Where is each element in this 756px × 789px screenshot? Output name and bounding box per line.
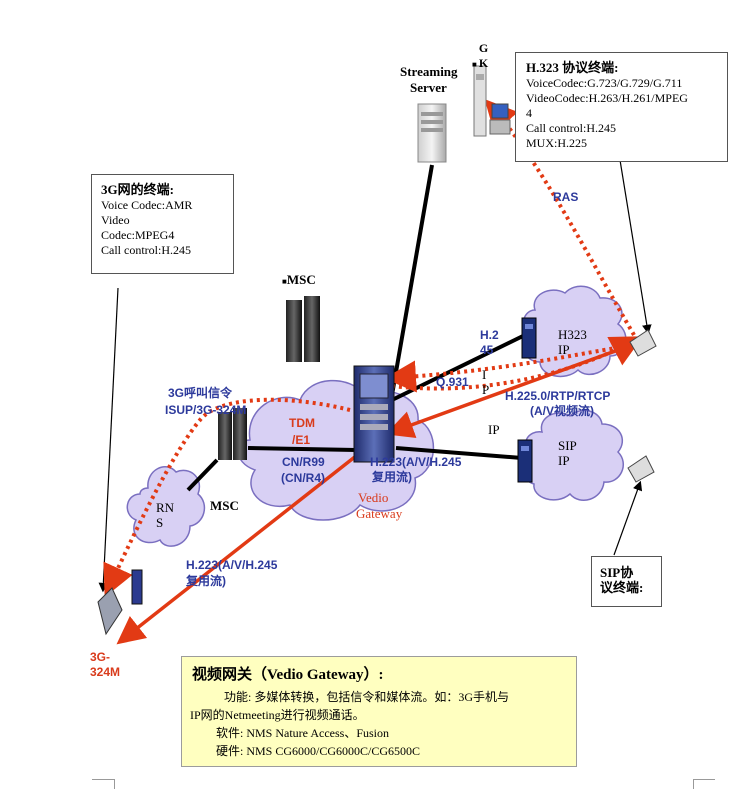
sip-ip-label: SIP IP [558, 438, 577, 468]
gateway-label-2: Gateway [356, 506, 403, 521]
msc-left-rack-icon [218, 408, 247, 460]
tdm-label: TDM [289, 416, 315, 430]
av-stream-label: (A/V视频流) [530, 404, 594, 418]
gateway-function-line-2: IP网的Netmeeting进行视频通话。 [190, 708, 365, 722]
3g-box-line: Voice Codec:AMR [101, 198, 193, 212]
gateway-label-1: Vedio [358, 490, 389, 505]
ras-label: RAS [553, 190, 579, 204]
rns-cloud [126, 466, 206, 547]
gateway-software-line: 软件: NMS Nature Access、Fusion [216, 726, 389, 740]
msc-top-label: ■MSC [282, 272, 316, 287]
streaming-label: Streaming [400, 64, 458, 79]
h245-vertical-label: H.2 45 [480, 328, 499, 357]
3g-box-title: 3G网的终端: [101, 182, 174, 197]
sip-box-line-2: 议终端: [600, 580, 644, 595]
ip-label: IP [488, 422, 500, 437]
h223-gateway-label-2: 复用流) [372, 470, 412, 484]
crop-mark-right-v [693, 779, 694, 789]
gateway-function-line-1: 功能: 多媒体转换，包括信令和媒体流。如：3G手机与 [224, 690, 510, 704]
crop-mark-left-v [114, 779, 115, 789]
sip-terminal-box: SIP协 议终端: [591, 556, 662, 607]
h323-ip-label: H323 IP [558, 327, 587, 357]
h323-router-icon [521, 317, 537, 359]
h323-terminal-box: H.323 协议终端: VoiceCodec:G.723/G.729/G.711… [515, 52, 728, 162]
streaming-server-icon [417, 103, 447, 163]
video-gateway-icon [353, 365, 395, 463]
h223-left-label-2: 复用流) [186, 574, 226, 588]
gateway-box-title: 视频网关（Vedio Gateway）: [192, 667, 384, 683]
crop-mark-right [693, 779, 715, 780]
h323-box-line: VideoCodec:H.263/H.261/MPEG [526, 91, 688, 105]
h2250-label: H.225.0/RTP/RTCP [505, 389, 611, 403]
3g-box-line: Codec:MPEG4 [101, 228, 175, 242]
sip-box-line-1: SIP协 [600, 565, 634, 580]
q931-label: Q.931 [436, 375, 469, 389]
red-dotted-lines [103, 99, 644, 598]
3g-signal-label-2: ISUP/3G-324M [165, 403, 247, 417]
sip-phone-icon [627, 455, 655, 483]
3g-box-line: Video [101, 213, 130, 227]
gateway-hardware-line: 硬件: NMS CG6000/CG6000C/CG6500C [216, 744, 421, 758]
cn-r99-label: CN/R99 [282, 455, 325, 469]
msc-left-label: MSC [210, 498, 239, 513]
msc-top-rack-icon [286, 296, 320, 362]
h323-box-line: VoiceCodec:G.723/G.729/G.711 [526, 76, 683, 90]
gatekeeper-icon [473, 65, 511, 137]
rns-label: RN S [156, 500, 175, 530]
h323-phone-icon [629, 329, 657, 357]
mobile-phone-icon [97, 569, 143, 636]
h323-box-title: H.323 协议终端: [526, 60, 619, 75]
h323-box-line: MUX:H.225 [526, 136, 588, 150]
thin-pointer-lines [98, 159, 652, 593]
h323-box-line: Call control:H.245 [526, 121, 616, 135]
h323-box-line: 4 [526, 106, 532, 120]
server-label: Server [410, 80, 447, 95]
3g-signal-label-1: 3G呼叫信令 [168, 386, 233, 400]
crop-mark-left [92, 779, 114, 780]
sip-router-icon [517, 439, 533, 483]
ip-vertical-label: I P [482, 367, 490, 397]
h223-left-label-1: H.223(A/V/H.245 [186, 558, 278, 572]
3g-324m-label: 3G- 324M [90, 650, 121, 679]
3g-box-line: Call control:H.245 [101, 243, 191, 257]
e1-label: /E1 [292, 433, 311, 447]
3g-terminal-box: 3G网的终端: Voice Codec:AMR Video Codec:MPEG… [91, 174, 234, 274]
h223-gateway-label-1: H.223(A/V/H.245 [370, 455, 462, 469]
video-gateway-description-box: 视频网关（Vedio Gateway）: 功能: 多媒体转换，包括信令和媒体流。… [181, 656, 577, 767]
gk-label: ■ G K [472, 41, 489, 70]
cn-r4-label: (CN/R4) [281, 471, 325, 485]
